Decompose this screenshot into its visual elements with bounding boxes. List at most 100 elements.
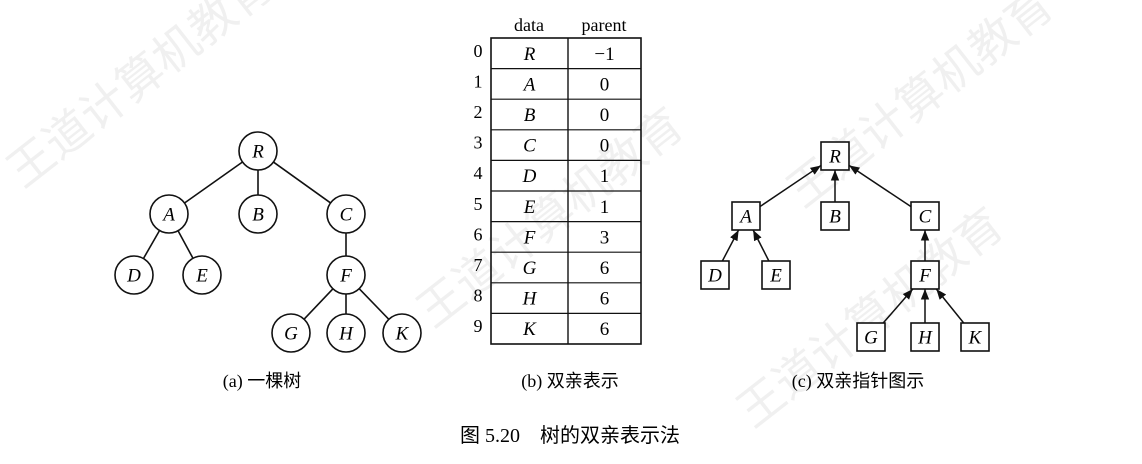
cell-data: G [523,258,537,279]
pointer-node-box [820,141,850,171]
row-index: 5 [474,194,483,214]
cell-data: C [523,136,536,157]
tree-node-circle [326,255,366,295]
tree-edge-a-d [142,230,161,259]
pointer-node-box [700,260,730,290]
tree-node-label: A [161,205,175,226]
watermark-text: 王道计算机教育 [0,0,284,198]
tree-edge-r-c [272,161,332,204]
tree-node-label: R [251,142,264,163]
tree-node-c: C [326,194,366,234]
pointer-caption: (c) 双亲指针图示 [792,371,924,392]
tree-node-label: G [284,324,298,345]
tree-node-b: B [238,194,278,234]
pointer-arrow-c-to-r [848,164,912,208]
pointer-node-box [910,322,940,352]
pointer-node-label: R [828,147,841,168]
pointer-arrow-k-to-f [935,288,965,324]
tree-node-circle [238,194,278,234]
pointer-node-label: A [738,207,752,228]
cell-parent: 0 [600,136,610,157]
cell-data: K [522,319,537,340]
pointer-node-label: D [707,266,722,287]
tree-node-circle [271,313,311,353]
table-header-parent: parent [582,15,627,35]
pointer-node-k: K [960,322,990,352]
row-index: 4 [474,163,483,183]
tree-node-circle [238,131,278,171]
table-header-data: data [514,15,544,35]
cell-parent: 0 [600,74,610,95]
pointer-node-box [910,260,940,290]
tree-node-e: E [182,255,222,295]
row-index: 7 [474,255,483,275]
pointer-node-label: C [919,207,932,228]
tree-nodes: R A B C D E F G H K [114,131,422,353]
cell-parent: 6 [600,319,610,340]
pointer-node-label: H [917,328,933,349]
pointer-arrow-a-to-r [759,164,822,208]
pointer-node-box [856,322,886,352]
row-index: 8 [474,286,483,306]
table-row: 7 G 6 [474,255,610,279]
tree-node-g: G [271,313,311,353]
table-row: 1 A 0 [474,71,610,95]
row-index: 1 [474,71,483,91]
pointer-edges [721,164,965,324]
table-row: 5 E 1 [474,194,610,218]
tree-node-a: A [149,194,189,234]
cell-data: A [522,74,536,95]
tree-node-label: F [339,266,352,287]
pointer-node-box [731,201,761,231]
cell-parent: 1 [600,166,610,187]
tree-node-label: H [338,324,354,345]
cell-parent: 6 [600,258,610,279]
tree-edge-r-a [184,161,243,204]
cell-parent: 1 [600,197,610,218]
pointer-node-e: E [761,260,791,290]
tree-node-label: D [126,266,141,287]
pointer-node-f: F [910,260,940,290]
pointer-node-box [761,260,791,290]
pointer-node-b: B [820,201,850,231]
pointer-node-a: A [731,201,761,231]
row-index: 2 [474,102,483,122]
tree-edges [142,161,390,320]
tree-edge-f-g [303,288,334,320]
pointer-arrow-d-to-a [721,229,740,262]
pointer-nodes: R A B C D E F G H K [700,141,990,352]
cell-data: E [523,197,536,218]
tree-node-label: B [252,205,264,226]
tree-node-circle [326,194,366,234]
tree-node-circle [326,313,366,353]
tree-node-label: E [195,266,208,287]
figure-caption: 图 5.20 树的双亲表示法 [460,424,680,447]
tree-node-k: K [382,313,422,353]
table-caption: (b) 双亲表示 [521,371,619,392]
tree-node-f: F [326,255,366,295]
watermark-text: 王道计算机教育 [777,0,1064,218]
tree-node-d: D [114,255,154,295]
tree-node-circle [149,194,189,234]
tree-caption: (a) 一棵树 [223,371,301,392]
pointer-node-h: H [910,322,940,352]
pointer-node-g: G [856,322,886,352]
tree-node-h: H [326,313,366,353]
pointer-arrow-g-to-f [882,288,914,324]
pointer-node-d: D [700,260,730,290]
tree-edge-a-e [177,230,194,259]
pointer-node-c: C [910,201,940,231]
tree-node-circle [182,255,222,295]
tree-node-circle [382,313,422,353]
cell-data: R [523,44,536,65]
pointer-node-box [910,201,940,231]
cell-data: H [522,289,538,310]
cell-data: B [524,105,536,126]
row-index: 6 [474,224,483,244]
